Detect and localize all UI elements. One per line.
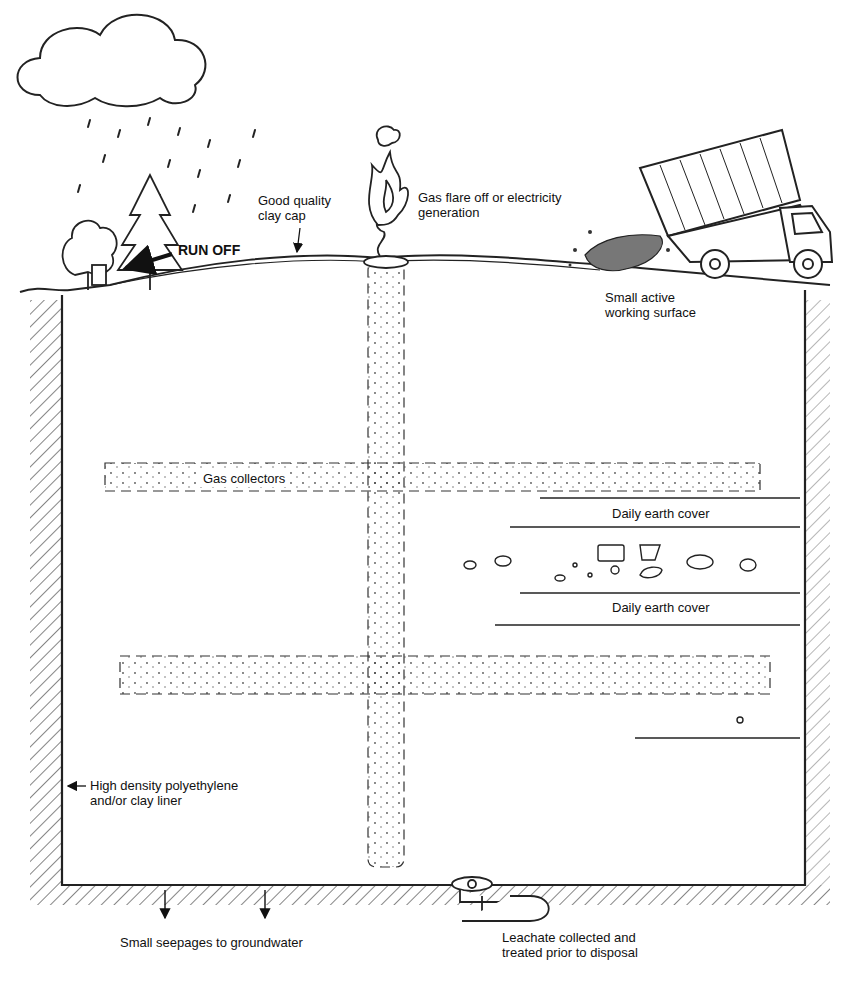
rain <box>78 118 255 212</box>
gas-well-clear <box>369 657 403 693</box>
runoff-label: RUN OFF <box>178 243 268 258</box>
waste-splatter <box>569 230 671 267</box>
dump-truck <box>640 130 832 278</box>
liner-label: High density polyethylene and/or clay li… <box>90 778 268 808</box>
clay-cap-leader <box>297 228 300 252</box>
runoff-arrow <box>126 254 172 268</box>
cap-label: Good quality clay cap <box>258 193 350 223</box>
gas-well <box>368 262 404 867</box>
daily-cover-lines <box>495 498 800 738</box>
clay-cap <box>110 260 600 285</box>
liner-hatch-left <box>30 300 62 885</box>
gas-collector-label: Gas collectors <box>200 470 288 487</box>
flare-label: Gas flare off or electricity generation <box>418 190 568 220</box>
gas-flare <box>364 126 408 268</box>
gas-well-clear <box>369 464 403 490</box>
earth-cover-label: Daily earth cover <box>612 506 742 521</box>
seepage-label: Small seepages to groundwater <box>120 935 380 950</box>
seepage-arrows <box>165 890 265 918</box>
liner-hatch-bottom <box>30 885 830 905</box>
liner-hatch-right <box>805 300 830 885</box>
dumped-waste <box>585 235 662 271</box>
waste-items <box>464 545 756 723</box>
liner-leader <box>68 785 86 786</box>
cloud <box>18 15 206 106</box>
earth-cover-label: Daily earth cover <box>612 600 742 615</box>
working-surface-label: Small active working surface <box>605 290 720 320</box>
leachate-drain <box>452 877 549 921</box>
gas-collector <box>105 463 760 491</box>
gas-collector <box>120 656 770 694</box>
landfill-pit <box>62 290 805 885</box>
leachate-label: Leachate collected and treated prior to … <box>502 930 672 960</box>
